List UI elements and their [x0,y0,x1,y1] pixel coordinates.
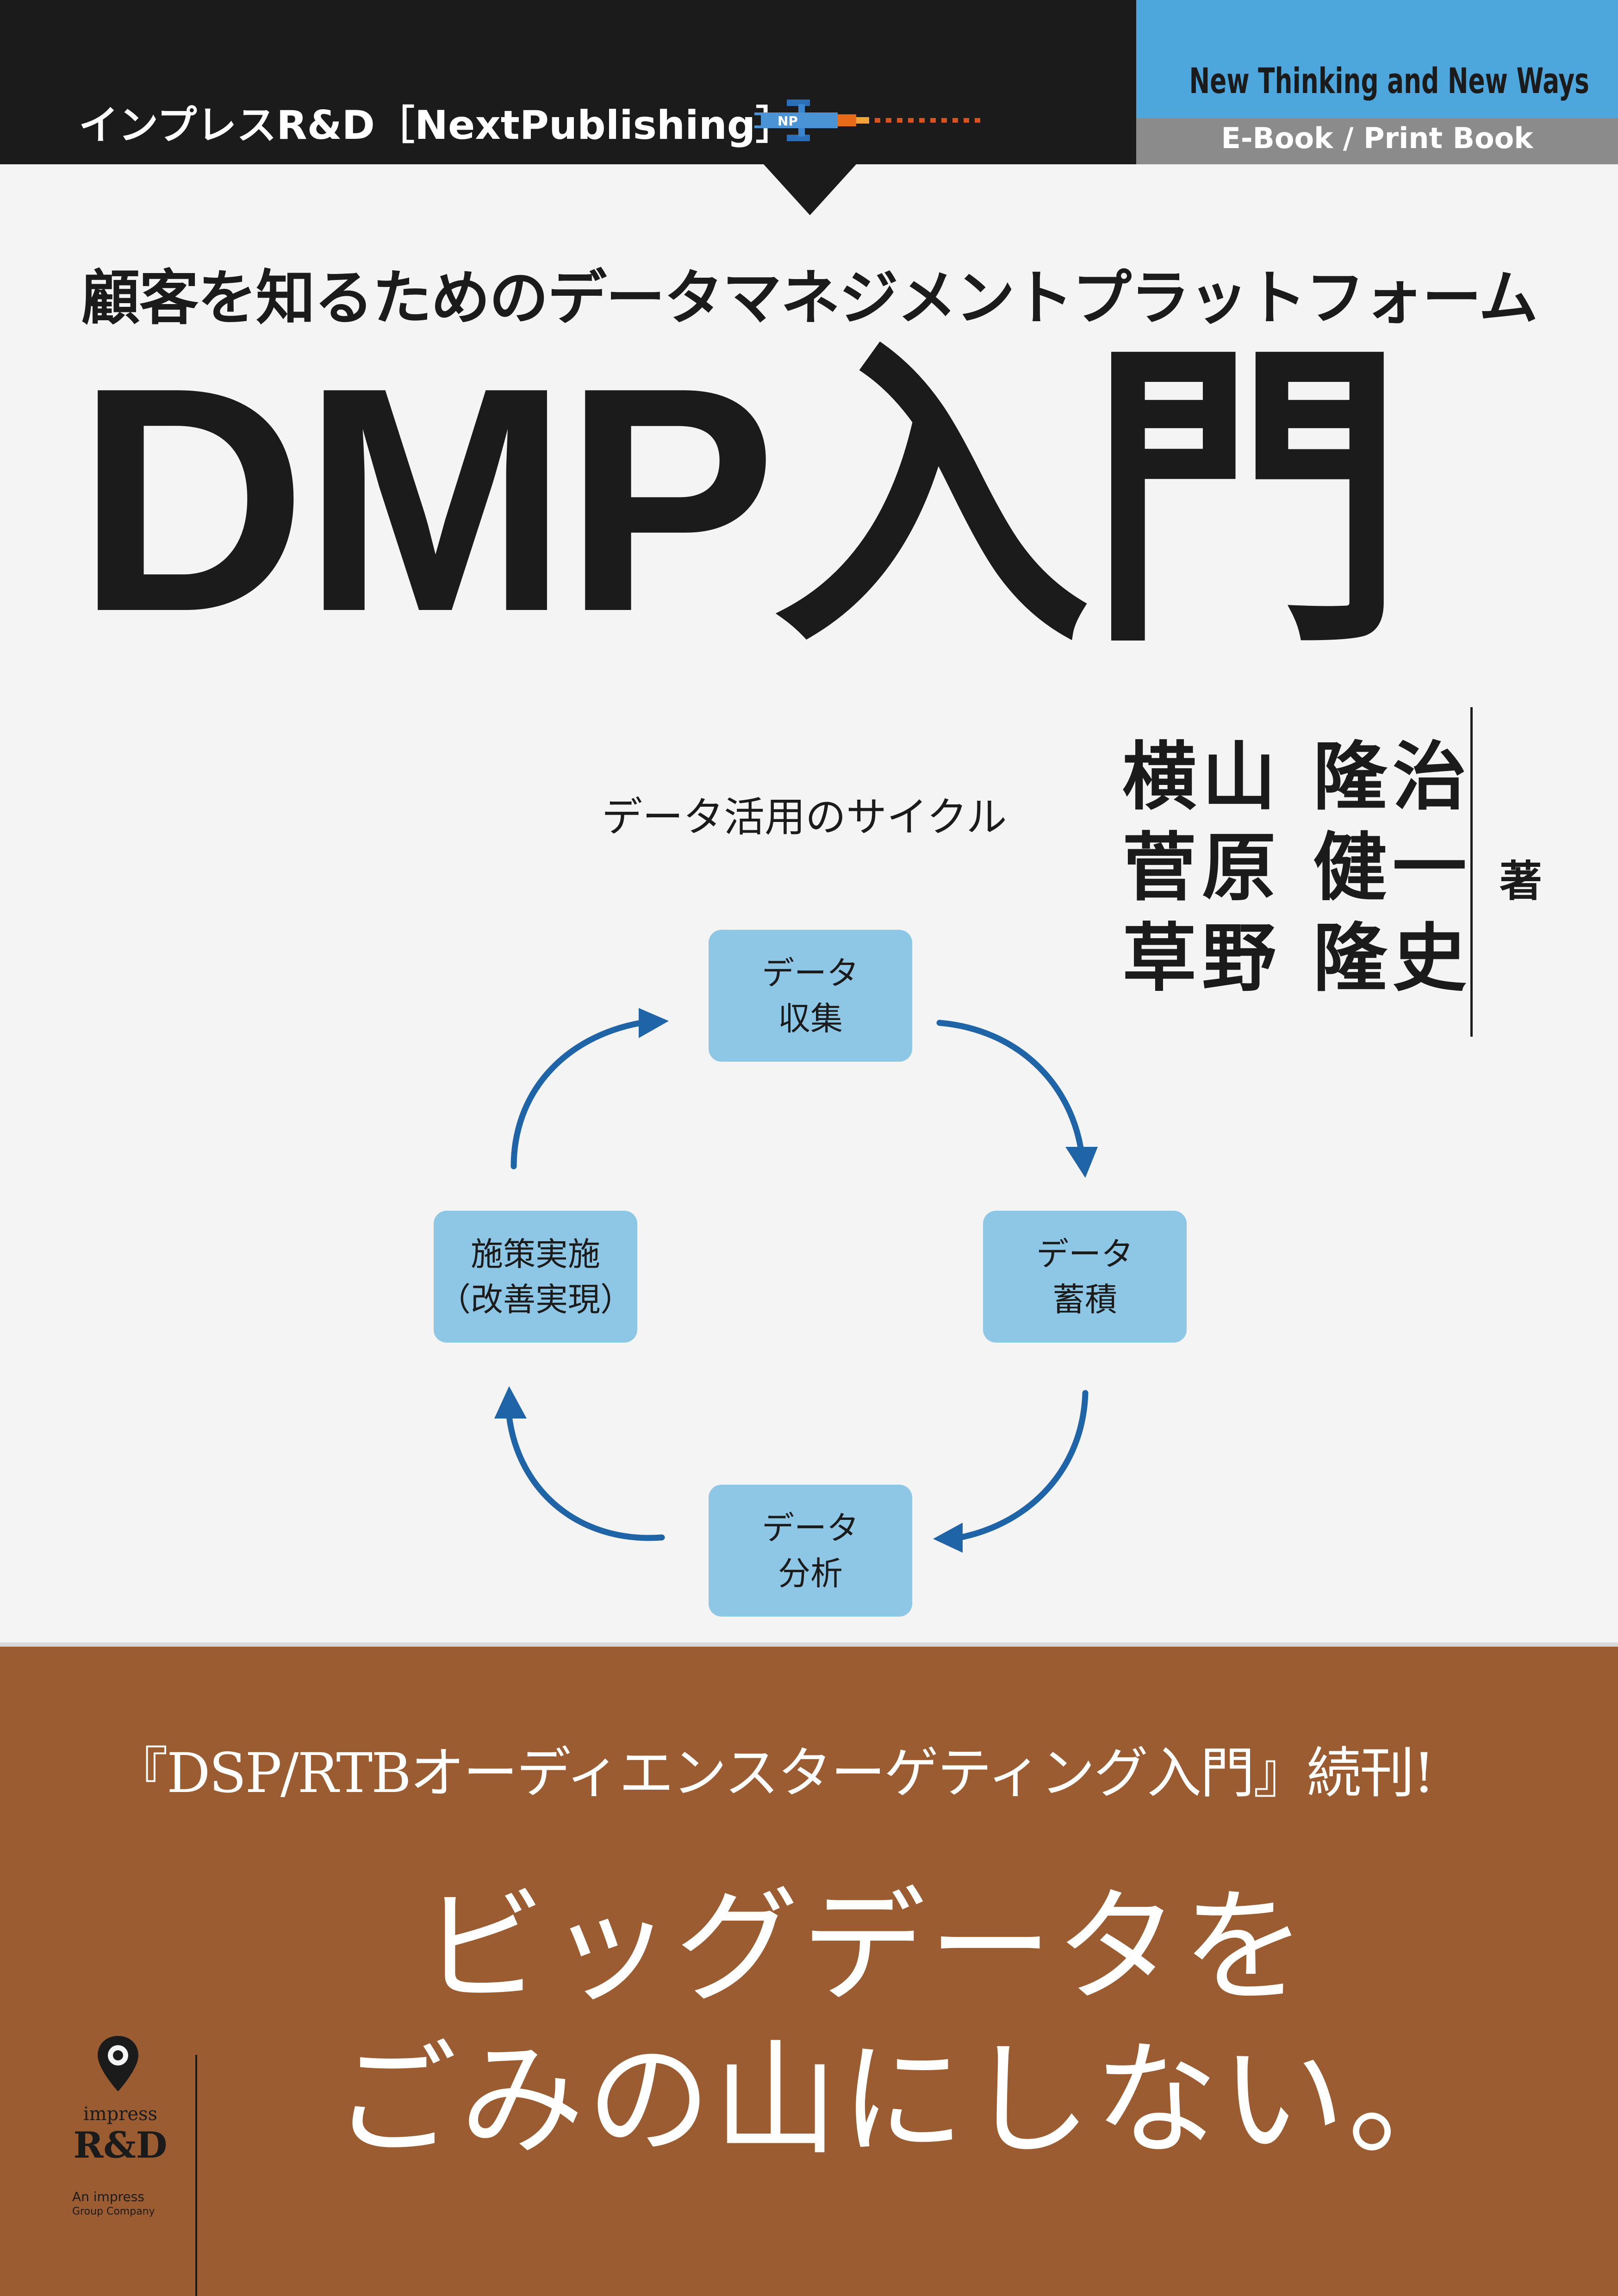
arrow-collect-to-store [936,1020,1084,1151]
cycle-step-collect: データ 収集 [709,930,912,1062]
rocket-trail [875,118,980,123]
arrowhead-icon [639,1008,669,1038]
arrowhead-icon [494,1386,527,1419]
rocket-initials: NP [778,113,798,129]
header-bar [0,0,1136,164]
cycle-step-store: データ 蓄積 [983,1211,1187,1343]
arrow-store-to-analyze [957,1390,1089,1541]
series-format: E-Book / Print Book [1221,121,1533,155]
cycle-step-line: 施策実施 [471,1235,600,1273]
location-pin-icon [98,2036,138,2091]
cycle-step-line: データ [1036,1235,1133,1273]
catchphrase-line: ビッグデータを [421,1875,1309,2020]
cycle-step-line: 蓄積 [1052,1280,1117,1319]
book-title: DMP入門 [76,321,1406,678]
cycle-step-action: 施策実施 （改善実現） [434,1211,637,1343]
cycle-step-line: 分析 [778,1554,843,1593]
catchphrase-line: ごみの山にしない。 [333,2028,1475,2172]
continuation-note: 『DSP/RTBオーディエンスターゲティング入門』続刊! [113,1741,1435,1805]
series-badge-top [1136,0,1618,118]
imprint-rd: R&D [73,2124,168,2166]
imprint-divider [195,2055,197,2296]
cycle-step-line: データ [762,954,859,992]
cycle-arrows [494,1008,1098,1553]
bottom-band [0,1647,1618,2296]
author-name: 横山 隆治 [1122,733,1472,820]
header-notch [764,164,856,215]
arrowhead-icon [1065,1147,1098,1178]
publisher-label: インプレスR&D［NextPublishing］ [79,102,796,149]
arrowhead-icon [933,1523,963,1553]
book-subtitle: 顧客を知るためのデータマネジメントプラットフォーム [81,264,1538,333]
imprint-group-line: Group Company [72,2206,155,2217]
author-name: 草野 隆史 [1122,915,1472,1002]
cycle-step-line: データ [762,1509,859,1547]
imprint-name: impress [83,2103,158,2125]
arrow-action-to-collect [510,1020,644,1170]
rocket-icon: NP [754,100,869,141]
cycle-step-analyze: データ 分析 [709,1485,912,1617]
imprint-group-line: An impress [72,2189,144,2204]
author-name: 菅原 健一 [1122,824,1472,911]
series-title: New Thinking and New Ways [1189,60,1589,101]
arrow-analyze-to-action [506,1413,665,1541]
cycle-caption: データ活用のサイクル [602,793,1007,841]
cycle-step-line: 収集 [778,999,843,1038]
author-divider [1470,707,1473,1037]
series-badge-bottom [1136,118,1618,164]
author-list: 横山 隆治 菅原 健一 草野 隆史 [1122,731,1472,1003]
nextpublishing-rocket-logo: NP [754,100,980,141]
cycle-step-line: （改善実現） [438,1280,633,1319]
author-role: 著 [1500,856,1543,906]
